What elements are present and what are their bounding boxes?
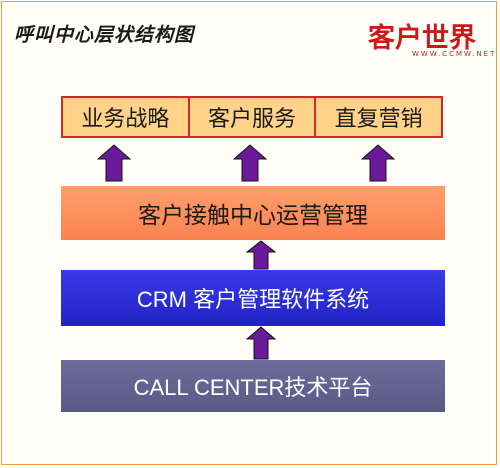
up-arrow-icon-1	[97, 144, 131, 182]
top-box-direct-marketing: 直复营销	[314, 96, 444, 138]
logo-subtext: WWW.CCMW.NET	[412, 50, 497, 58]
layer-call-center-platform: CALL CENTER技术平台	[61, 360, 445, 412]
up-arrow-icon-3	[361, 144, 395, 182]
layer-contact-center-operations: 客户接触中心运营管理	[61, 186, 445, 240]
logo: 客户世界 WWW.CCMW.NET	[362, 14, 494, 64]
layer-crm-software-system: CRM 客户管理软件系统	[61, 270, 445, 326]
up-arrow-icon-4	[246, 240, 276, 270]
top-boxes-row: 业务战略 客户服务 直复营销	[61, 96, 444, 138]
up-arrow-icon-5	[246, 326, 276, 360]
logo-text: 客户世界	[368, 23, 476, 54]
top-box-business-strategy: 业务战略	[61, 96, 190, 138]
top-box-customer-service: 客户服务	[187, 96, 317, 138]
up-arrow-icon-2	[233, 144, 267, 182]
diagram-title: 呼叫中心层状结构图	[14, 24, 195, 46]
